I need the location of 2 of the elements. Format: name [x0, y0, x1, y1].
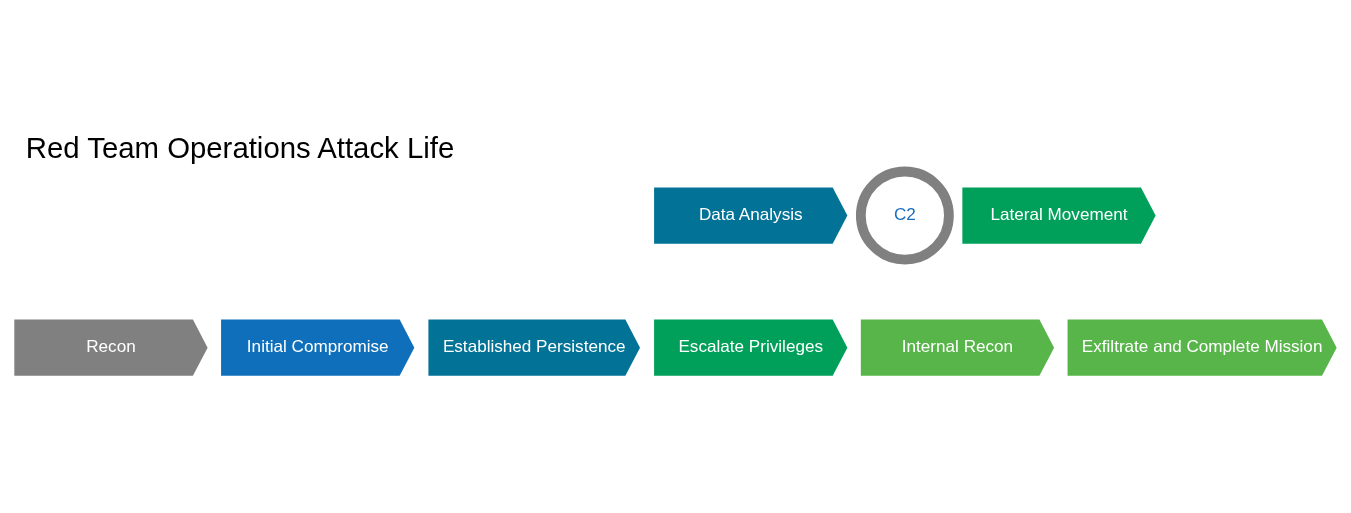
- diagram-title: Red Team Operations Attack Life: [25, 131, 455, 165]
- node-circle: C2: [855, 166, 954, 265]
